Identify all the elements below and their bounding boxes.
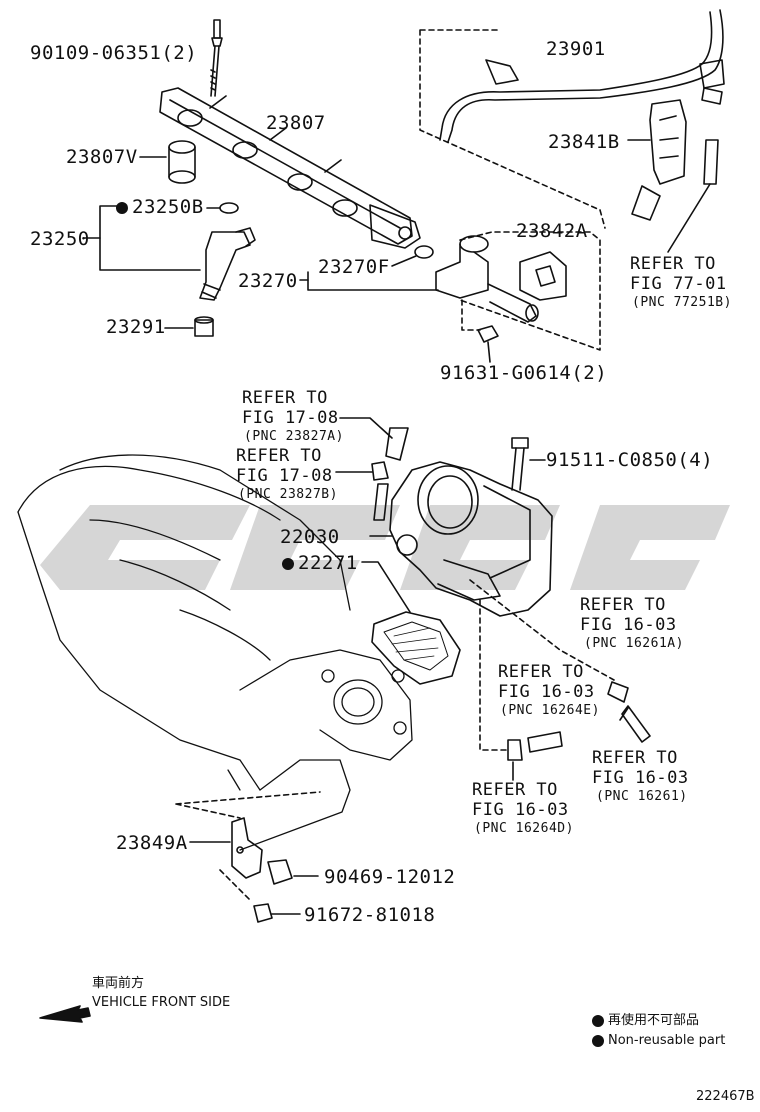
hose-17-08-a-icon — [385, 427, 409, 461]
label-23901: 23901 — [546, 38, 606, 60]
label-22271: 22271 — [282, 554, 358, 573]
injector-bracket-line — [99, 205, 201, 271]
bolt-90109-icon — [210, 19, 223, 97]
o-ring-icon — [219, 202, 239, 214]
ref-16-03-line2: FIG 16-03 — [592, 768, 689, 788]
clip-16264d-icon — [507, 739, 523, 761]
label-91672: 91672-81018 — [304, 904, 436, 926]
ref-16-03-line1: REFER TO — [592, 748, 678, 768]
bracket-23849a-icon — [189, 817, 263, 879]
hose-16264e-icon — [527, 731, 563, 753]
label-23849a: 23849A — [116, 832, 188, 854]
throttle-body-icon — [389, 461, 553, 617]
pipe-77-01-icon — [667, 139, 719, 253]
bolt-91672-icon — [253, 903, 301, 923]
ref-77-01-line2: FIG 77-01 — [630, 274, 727, 294]
label-90109: 90109-06351(2) — [30, 42, 198, 64]
ref-77-01-pnc: (PNC 77251B) — [632, 295, 732, 310]
bolt-91511-icon — [511, 437, 546, 491]
clip-17-08-b-icon — [371, 461, 389, 481]
injector-insulator-icon — [164, 316, 214, 337]
label-23807v: 23807V — [66, 146, 138, 168]
intake-manifold-icon — [17, 454, 413, 851]
hose-16261-icon — [621, 705, 651, 743]
label-23291: 23291 — [106, 316, 166, 338]
figure-id: 222467B — [696, 1089, 755, 1104]
non-reusable-dot-icon — [116, 201, 128, 214]
ref-16-03-d-pnc: (PNC 16264D) — [474, 821, 574, 836]
label-91511: 91511-C0850(4) — [546, 449, 714, 471]
label-22030: 22030 — [280, 526, 340, 548]
fuel-injector-icon — [199, 227, 256, 301]
ref-16-03-d-line2: FIG 16-03 — [472, 800, 569, 820]
ref-17-08-b-line2: FIG 17-08 — [236, 466, 333, 486]
insulator-23807v-icon — [139, 140, 196, 184]
label-23842a: 23842A — [516, 220, 588, 242]
direction-jp: 車両前方 — [92, 976, 145, 991]
clip-16261a-icon — [607, 681, 629, 703]
label-23270: 23270 — [238, 270, 298, 292]
ref-16-03-a-pnc: (PNC 16261A) — [584, 636, 684, 651]
label-23250b: 23250B — [116, 198, 204, 217]
non-reusable-dot-icon — [592, 1014, 604, 1027]
label-23250: 23250 — [30, 228, 90, 250]
label-23270f: 23270F — [318, 256, 390, 278]
ref-16-03-pnc: (PNC 16261) — [596, 789, 688, 804]
fuel-hose-icon — [439, 9, 725, 143]
label-23807: 23807 — [266, 112, 326, 134]
ref-17-08-a-line1: REFER TO — [242, 388, 328, 408]
label-91631: 91631-G0614(2) — [440, 362, 608, 384]
ref-16-03-d-line1: REFER TO — [472, 780, 558, 800]
ref-16-03-a-line2: FIG 16-03 — [580, 615, 677, 635]
watermark-logo — [40, 505, 730, 590]
legend-en: Non-reusable part — [592, 1034, 725, 1047]
direction-en: VEHICLE FRONT SIDE — [92, 995, 231, 1010]
sensor-90469-icon — [267, 859, 319, 885]
ref-16-03-a-line1: REFER TO — [580, 595, 666, 615]
gasket-icon — [371, 611, 461, 685]
ref-16-03-e-line1: REFER TO — [498, 662, 584, 682]
o-ring-23270f-icon — [414, 245, 434, 259]
ref-16-03-e-line2: FIG 16-03 — [498, 682, 595, 702]
label-23841b: 23841B — [548, 131, 620, 153]
bolt-91631-icon — [477, 325, 499, 363]
ref-16-03-e-pnc: (PNC 16264E) — [500, 703, 600, 718]
ref-17-08-b-line1: REFER TO — [236, 446, 322, 466]
fuel-delivery-pipe-icon — [159, 87, 421, 249]
ref-17-08-a-pnc: (PNC 23827A) — [244, 429, 344, 444]
label-90469: 90469-12012 — [324, 866, 456, 888]
hose-clamp-23841b-icon — [627, 99, 687, 221]
ref-17-08-a-line2: FIG 17-08 — [242, 408, 339, 428]
ref-17-08-b-pnc: (PNC 23827B) — [238, 487, 338, 502]
ref-77-01-line1: REFER TO — [630, 254, 716, 274]
clip-23842a-icon — [519, 251, 567, 301]
non-reusable-dot-icon — [592, 1034, 604, 1047]
legend-jp: 再使用不可部品 — [592, 1014, 699, 1027]
front-arrow-icon — [39, 1005, 91, 1023]
non-reusable-dot-icon — [282, 557, 294, 570]
